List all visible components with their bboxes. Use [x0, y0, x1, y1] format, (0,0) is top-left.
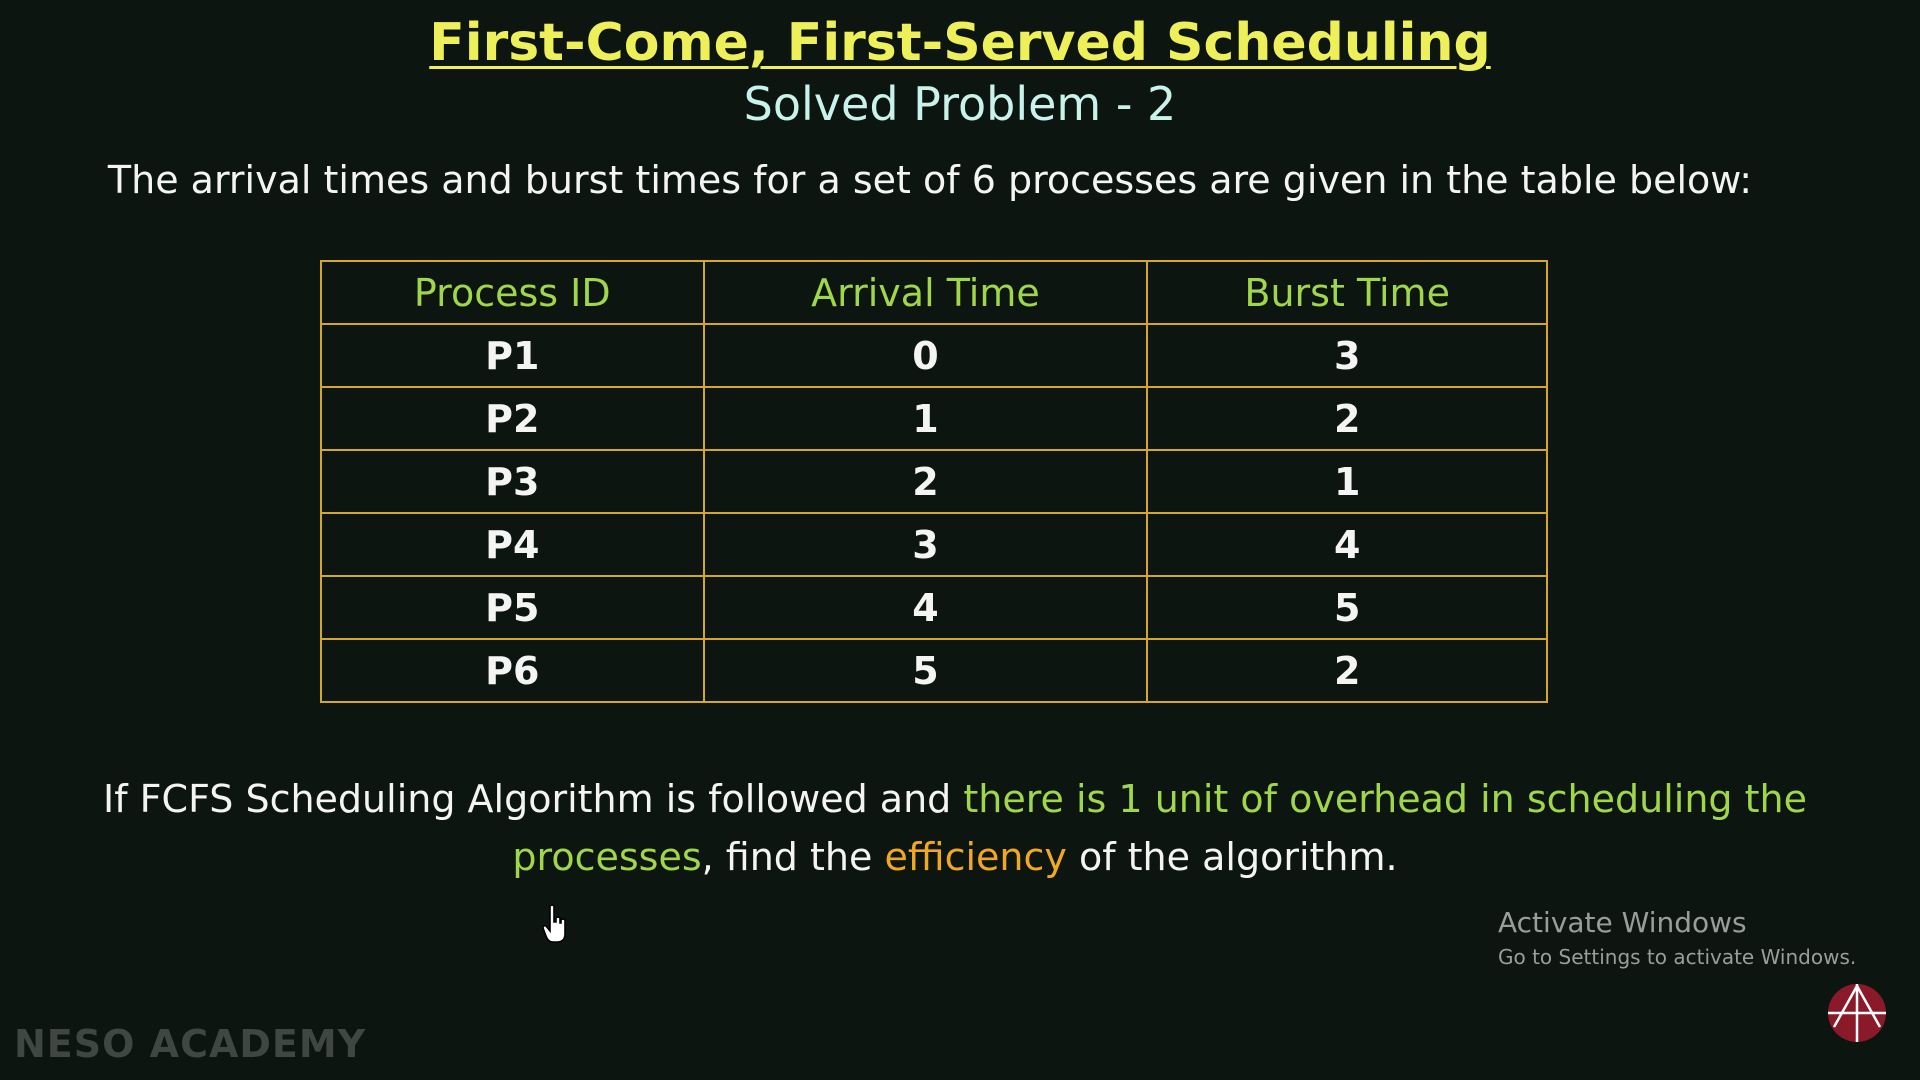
hand-pointer-cursor-icon — [542, 904, 566, 943]
cell-process-id: P3 — [320, 449, 705, 514]
cell-burst-time: 3 — [1146, 323, 1548, 388]
cell-process-id: P1 — [320, 323, 705, 388]
cell-process-id: P2 — [320, 386, 705, 451]
cell-arrival-time: 1 — [702, 386, 1149, 451]
cell-burst-time: 2 — [1146, 638, 1548, 703]
header-arrival-time: Arrival Time — [702, 260, 1149, 325]
neso-academy-watermark: NESO ACADEMY — [14, 1022, 367, 1066]
table-row: P3 2 1 — [320, 449, 1548, 514]
problem-question: If FCFS Scheduling Algorithm is followed… — [100, 770, 1810, 886]
table-header-row: Process ID Arrival Time Burst Time — [320, 260, 1548, 325]
cell-arrival-time: 3 — [702, 512, 1149, 577]
cell-arrival-time: 4 — [702, 575, 1149, 640]
cell-burst-time: 5 — [1146, 575, 1548, 640]
cell-arrival-time: 0 — [702, 323, 1149, 388]
cell-arrival-time: 2 — [702, 449, 1149, 514]
header-burst-time: Burst Time — [1146, 260, 1548, 325]
activate-windows-overlay: Activate Windows Go to Settings to activ… — [1498, 904, 1856, 972]
neso-logo-icon — [1828, 984, 1886, 1042]
slide-title: First-Come, First-Served Scheduling — [0, 8, 1920, 78]
question-text: of the algorithm. — [1066, 835, 1398, 879]
slide-subtitle: Solved Problem - 2 — [743, 77, 1177, 131]
activate-windows-subtitle: Go to Settings to activate Windows. — [1498, 945, 1857, 969]
question-text: If FCFS Scheduling Algorithm is followed… — [103, 777, 964, 821]
cell-burst-time: 1 — [1146, 449, 1548, 514]
table-row: P1 0 3 — [320, 323, 1548, 388]
table-row: P4 3 4 — [320, 512, 1548, 577]
cell-process-id: P4 — [320, 512, 705, 577]
cell-arrival-time: 5 — [702, 638, 1149, 703]
question-highlight-efficiency: efficiency — [884, 835, 1067, 879]
slide-title-text: First-Come, First-Served Scheduling — [429, 13, 1491, 73]
cell-process-id: P6 — [320, 638, 705, 703]
header-process-id: Process ID — [320, 260, 705, 325]
question-highlight-overhead: there is 1 unit of overhead in schedulin… — [512, 777, 1807, 879]
activate-windows-title: Activate Windows — [1498, 906, 1747, 939]
problem-intro: The arrival times and burst times for a … — [107, 158, 1753, 202]
table-row: P2 1 2 — [320, 386, 1548, 451]
cell-burst-time: 2 — [1146, 386, 1548, 451]
table-row: P5 4 5 — [320, 575, 1548, 640]
process-table: Process ID Arrival Time Burst Time P1 0 … — [320, 260, 1548, 703]
question-text: , find the — [701, 835, 885, 879]
cell-process-id: P5 — [320, 575, 705, 640]
cell-burst-time: 4 — [1146, 512, 1548, 577]
table-row: P6 5 2 — [320, 638, 1548, 703]
